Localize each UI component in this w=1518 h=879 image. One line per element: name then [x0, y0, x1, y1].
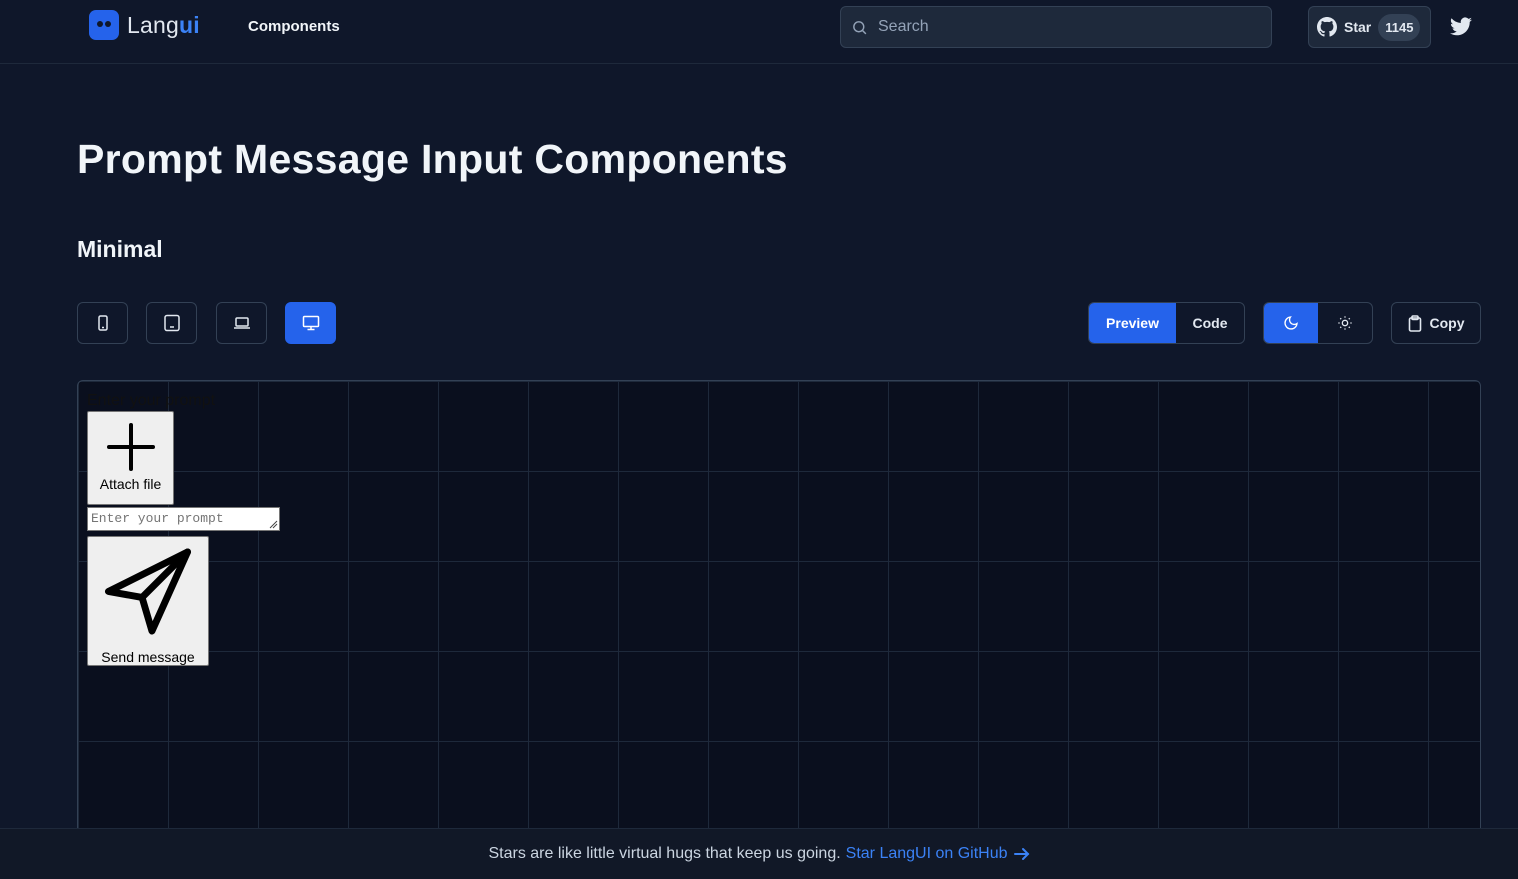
attach-file-button[interactable]: Attach file [87, 411, 174, 505]
nav-components-link[interactable]: Components [248, 18, 340, 35]
send-message-button[interactable]: Send message [87, 536, 209, 666]
logo-link[interactable]: Langui [89, 10, 200, 40]
plus-icon [106, 423, 155, 471]
desktop-icon [302, 315, 319, 331]
send-message-label: Send message [101, 649, 195, 665]
search-icon [853, 20, 867, 34]
moon-icon [1284, 316, 1298, 330]
star-github-link[interactable]: Star LangUI on GitHub [846, 845, 1030, 863]
mobile-view-button[interactable] [77, 302, 128, 344]
tab-code[interactable]: Code [1192, 315, 1228, 331]
copy-label: Copy [1429, 315, 1465, 331]
tablet-view-button[interactable] [146, 302, 197, 344]
section-title: Minimal [77, 236, 163, 262]
attach-file-label: Attach file [99, 476, 162, 492]
tablet-icon [163, 314, 180, 332]
clipboard-icon [1408, 314, 1421, 332]
logo-text: Langui [127, 11, 200, 38]
component-preview: Enter your prompt Attach file Send messa… [77, 380, 1481, 840]
github-icon [1317, 17, 1337, 37]
laptop-view-button[interactable] [216, 302, 267, 344]
tab-preview[interactable]: Preview [1089, 303, 1176, 343]
github-star-count: 1145 [1378, 13, 1421, 41]
logo-icon [89, 10, 119, 40]
resize-handle-icon[interactable] [268, 519, 278, 529]
laptop-icon [233, 317, 250, 329]
search-input[interactable] [878, 18, 1258, 36]
search-box[interactable] [840, 6, 1272, 48]
github-star-label: Star [1344, 19, 1372, 35]
copy-button[interactable]: Copy [1391, 302, 1481, 344]
prompt-input[interactable] [87, 507, 280, 531]
desktop-view-button[interactable] [285, 302, 336, 344]
dark-theme-button[interactable] [1264, 303, 1318, 343]
top-header: Langui Components Star 1145 [0, 0, 1518, 64]
light-theme-button[interactable] [1318, 303, 1372, 343]
prompt-label: Enter your prompt [87, 392, 216, 409]
page-title: Prompt Message Input Components [77, 136, 788, 182]
theme-toggle [1263, 302, 1373, 344]
send-icon [104, 548, 192, 635]
mobile-icon [97, 315, 108, 331]
footer-banner: Stars are like little virtual hugs that … [0, 828, 1518, 879]
twitter-icon[interactable] [1449, 15, 1473, 39]
sun-icon [1338, 316, 1352, 330]
view-mode-toggle: Preview Code [1088, 302, 1245, 344]
arrow-right-icon [1013, 848, 1029, 860]
footer-text: Stars are like little virtual hugs that … [488, 845, 841, 862]
github-star-button[interactable]: Star 1145 [1308, 6, 1431, 48]
